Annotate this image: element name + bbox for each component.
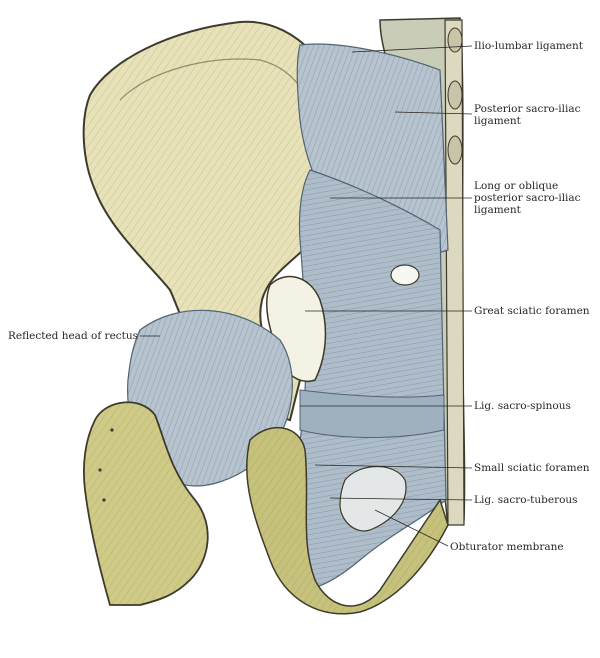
label-obturator-membrane: Obturator membrane (450, 541, 564, 553)
leader-lines (140, 45, 473, 547)
label-sacrospinous: Lig. sacro-spinous (474, 400, 571, 412)
label-reflected-head-of-rectus: Reflected head of rectus (8, 330, 139, 342)
label-great-sciatic-foramen: Great sciatic foramen (474, 305, 590, 317)
leader-posterior-sacroiliac (394, 111, 473, 115)
label-long-oblique-line2: posterior sacro-iliac (474, 192, 581, 204)
label-sacrotuberous: Lig. sacro-tuberous (474, 494, 578, 506)
leader-sacrotuberous (329, 497, 473, 501)
leader-iliolumbar (351, 45, 473, 53)
label-iliolumbar-ligament: Ilio-lumbar ligament (474, 40, 583, 52)
label-posterior-sacroiliac-line2: ligament (474, 115, 521, 127)
leader-small-sciatic (314, 464, 473, 469)
sacrospinous-ligament (299, 389, 445, 438)
leader-obturator (374, 509, 449, 547)
label-long-oblique-line1: Long or oblique (474, 180, 559, 192)
label-long-oblique-line3: ligament (474, 204, 521, 216)
label-posterior-sacroiliac-line1: Posterior sacro-iliac (474, 103, 581, 115)
label-small-sciatic-foramen: Small sciatic foramen (474, 462, 590, 474)
